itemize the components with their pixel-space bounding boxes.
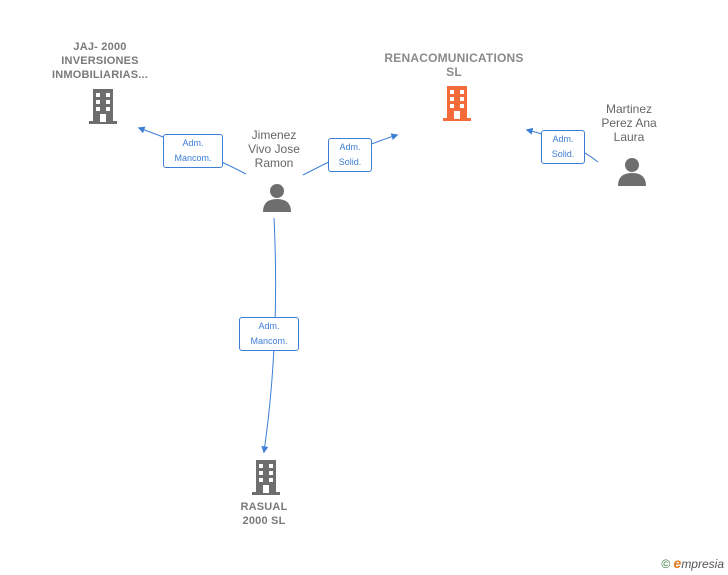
node-jimenez-line1: Jimenez bbox=[251, 128, 297, 142]
edge-label-line1: Adm. bbox=[182, 138, 204, 148]
person-icon[interactable] bbox=[262, 182, 292, 212]
building-icon[interactable] bbox=[441, 86, 473, 121]
node-label-martinez: Martinez Perez Ana Laura bbox=[590, 102, 668, 144]
person-icon[interactable] bbox=[617, 156, 647, 186]
brand-logo-text: mpresia bbox=[681, 557, 724, 571]
building-icon[interactable] bbox=[250, 460, 282, 495]
node-label-rasual: RASUAL 2000 SL bbox=[214, 500, 314, 528]
edge-label-line2: Solid. bbox=[551, 149, 575, 159]
edge-label-line2: Solid. bbox=[338, 157, 362, 167]
node-jimenez-line3: Ramon bbox=[254, 156, 294, 170]
node-jaj-line1: JAJ- 2000 bbox=[73, 41, 127, 53]
node-jaj-line2: INVERSIONES bbox=[61, 55, 139, 67]
edge-label-line1: Adm. bbox=[552, 134, 574, 144]
node-martinez-line2: Perez Ana bbox=[601, 116, 657, 130]
edge-label-line1: Adm. bbox=[339, 142, 361, 152]
edge-label-martinez-renacom[interactable]: Adm. Solid. bbox=[541, 130, 585, 164]
node-label-jaj: JAJ- 2000 INVERSIONES INMOBILIARIAS... bbox=[40, 40, 160, 82]
node-martinez-line3: Laura bbox=[613, 130, 645, 144]
edge-label-jimenez-rasual[interactable]: Adm. Mancom. bbox=[239, 317, 299, 351]
node-rasual-line2: 2000 SL bbox=[242, 515, 286, 527]
node-rasual-line1: RASUAL bbox=[240, 501, 288, 513]
edge-label-jimenez-jaj[interactable]: Adm. Mancom. bbox=[163, 134, 223, 168]
edge-label-line2: Mancom. bbox=[174, 153, 212, 163]
node-renacom-line2: SL bbox=[446, 65, 462, 79]
brand-footer[interactable]: © empresia bbox=[661, 555, 724, 571]
node-jimenez-line2: Vivo Jose bbox=[248, 142, 300, 156]
edge-label-line1: Adm. bbox=[258, 321, 280, 331]
node-label-jimenez: Jimenez Vivo Jose Ramon bbox=[234, 128, 314, 170]
node-renacom-line1: RENACOMUNICATIONS bbox=[384, 51, 524, 65]
copyright-symbol: © bbox=[661, 557, 671, 571]
edge-label-jimenez-renacom[interactable]: Adm. Solid. bbox=[328, 138, 372, 172]
edge-label-line2: Mancom. bbox=[250, 336, 288, 346]
building-icon[interactable] bbox=[87, 89, 119, 124]
node-label-renacom: RENACOMUNICATIONS SL bbox=[374, 51, 534, 79]
node-martinez-line1: Martinez bbox=[605, 102, 652, 116]
brand-logo-initial: e bbox=[673, 555, 682, 571]
node-jaj-line3: INMOBILIARIAS... bbox=[51, 69, 149, 81]
